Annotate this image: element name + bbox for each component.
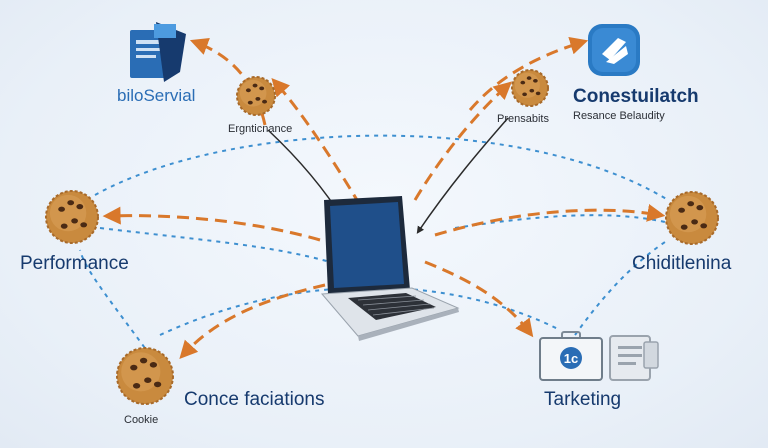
arrow-to-performance — [102, 206, 321, 242]
cookie-icon-ergnticnance — [236, 76, 276, 116]
label-performance: Performance — [20, 253, 129, 274]
arrow-to-conestuilatch — [468, 37, 589, 111]
dotted-arc-left — [99, 227, 331, 263]
arrow-to-ergnticnance-cookie — [271, 77, 362, 206]
label-conce-faciations: Conce faciations — [184, 389, 325, 410]
orange-arrows — [102, 37, 666, 359]
document-shield-icon — [130, 22, 186, 82]
laptop-icon — [320, 196, 460, 341]
dotted-arc-lower-right — [574, 239, 669, 336]
label-conestuilatch: Conestuilatch — [573, 86, 699, 107]
arrow-to-cookie — [179, 283, 326, 359]
label-resance-belaudity: Resance Belaudity — [573, 110, 665, 122]
shield-badge-icon — [588, 24, 640, 76]
clipboard-icon — [609, 335, 659, 381]
cookie-icon-cookie — [116, 347, 174, 405]
label-ergnticnance: Ergnticnance — [228, 123, 293, 135]
arrow-to-tarketing — [424, 260, 534, 338]
arrow-to-biloservial — [189, 37, 267, 126]
dotted-arc-lower-left — [79, 249, 151, 356]
arrow-to-prensabits-cookie — [413, 81, 513, 201]
label-tarketing: Tarketing — [544, 389, 622, 410]
arrow-to-chiditlenina — [434, 204, 666, 237]
dotted-arc-top — [94, 134, 669, 201]
cookie-icon-prensabits — [511, 69, 549, 107]
label-biloservial: biloServial — [117, 86, 196, 105]
label-cookie: Cookie — [124, 414, 159, 426]
line-from-prensabits — [416, 117, 509, 234]
cookie-icons — [45, 69, 719, 405]
briefcase-icon: 1c — [539, 331, 603, 381]
cookie-icon-performance — [45, 190, 99, 244]
svg-text:1c: 1c — [564, 351, 578, 366]
label-prensabits: Prensabits — [497, 113, 549, 125]
cookie-icon-chiditlenina — [665, 191, 719, 245]
dotted-arc-right — [454, 214, 666, 229]
label-chiditlenina: Chiditlenina — [632, 253, 732, 274]
